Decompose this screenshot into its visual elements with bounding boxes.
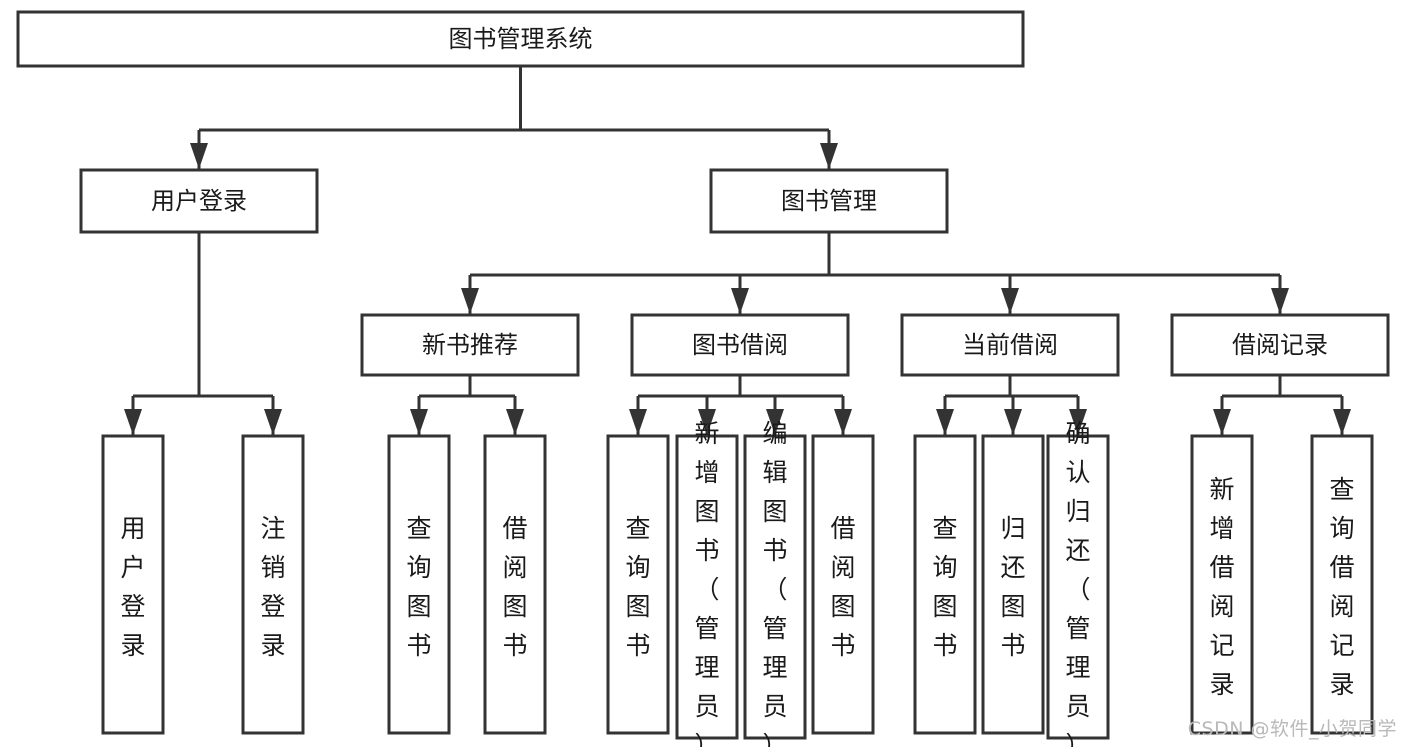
node-bookmgmt[interactable]: 图书管理 bbox=[709, 168, 949, 234]
node-box[interactable] bbox=[743, 434, 807, 740]
arrow-head-icon bbox=[461, 288, 479, 314]
node-leaf-cu-return[interactable]: 归还图书 bbox=[981, 434, 1045, 735]
arrow-head-icon bbox=[1001, 288, 1019, 314]
node-label: 编辑图书（管理员） bbox=[762, 419, 787, 747]
node-box[interactable] bbox=[675, 434, 739, 740]
arrow-head-icon bbox=[834, 409, 852, 435]
arrow-head-icon bbox=[506, 409, 524, 435]
node-leaf-bo-edit[interactable]: 编辑图书（管理员） bbox=[743, 419, 807, 747]
node-layer: 图书管理系统用户登录图书管理新书推荐图书借阅当前借阅借阅记录用户登录注销登录查询… bbox=[16, 10, 1390, 747]
node-box[interactable] bbox=[241, 434, 305, 735]
node-box[interactable] bbox=[913, 434, 977, 735]
node-leaf-re-add[interactable]: 新增借阅记录 bbox=[1190, 434, 1254, 735]
arrow-head-icon bbox=[1004, 409, 1022, 435]
arrow-head-icon bbox=[1069, 409, 1087, 435]
node-box[interactable] bbox=[1046, 434, 1110, 740]
node-current[interactable]: 当前借阅 bbox=[900, 313, 1120, 377]
arrow-head-icon bbox=[264, 409, 282, 435]
node-box[interactable] bbox=[360, 313, 580, 377]
node-label: 新书推荐 bbox=[422, 331, 518, 359]
arrow-head-icon bbox=[936, 409, 954, 435]
node-label: 图书管理 bbox=[781, 187, 877, 215]
node-leaf-cu-query[interactable]: 查询图书 bbox=[913, 434, 977, 735]
arrow-head-icon bbox=[698, 409, 716, 435]
node-leaf-nb-borrow[interactable]: 借阅图书 bbox=[483, 434, 547, 735]
arrow-head-icon bbox=[820, 143, 838, 169]
node-box[interactable] bbox=[1170, 313, 1390, 377]
node-label: 用户登录 bbox=[151, 187, 247, 215]
node-label: 借阅图书 bbox=[830, 514, 855, 660]
node-leaf-cu-confirm[interactable]: 确认归还（管理员） bbox=[1046, 419, 1110, 747]
node-box[interactable] bbox=[606, 434, 670, 735]
node-leaf-nb-query[interactable]: 查询图书 bbox=[387, 434, 451, 735]
node-box[interactable] bbox=[981, 434, 1045, 735]
arrow-head-icon bbox=[629, 409, 647, 435]
node-root[interactable]: 图书管理系统 bbox=[16, 10, 1025, 68]
node-label: 图书管理系统 bbox=[449, 25, 593, 53]
arrow-head-icon bbox=[731, 288, 749, 314]
node-records[interactable]: 借阅记录 bbox=[1170, 313, 1390, 377]
node-box[interactable] bbox=[1310, 434, 1374, 735]
node-label: 查询图书 bbox=[932, 514, 957, 660]
arrow-head-icon bbox=[1333, 409, 1351, 435]
node-box[interactable] bbox=[483, 434, 547, 735]
node-leaf-bo-add[interactable]: 新增图书（管理员） bbox=[675, 419, 739, 747]
node-login[interactable]: 用户登录 bbox=[79, 168, 319, 234]
node-label: 用户登录 bbox=[120, 514, 145, 660]
arrow-head-icon bbox=[124, 409, 142, 435]
node-label: 借阅图书 bbox=[502, 514, 527, 660]
node-label: 新增图书（管理员） bbox=[694, 419, 719, 747]
node-box[interactable] bbox=[101, 434, 165, 735]
node-box[interactable] bbox=[900, 313, 1120, 377]
node-label: 注销登录 bbox=[260, 514, 285, 660]
arrow-head-icon bbox=[190, 143, 208, 169]
arrow-head-icon bbox=[1271, 288, 1289, 314]
node-box[interactable] bbox=[387, 434, 451, 735]
node-box[interactable] bbox=[16, 10, 1025, 68]
node-label: 图书借阅 bbox=[692, 331, 788, 359]
arrow-head-icon bbox=[410, 409, 428, 435]
node-leaf-bo-query[interactable]: 查询图书 bbox=[606, 434, 670, 735]
node-newbook[interactable]: 新书推荐 bbox=[360, 313, 580, 377]
node-label: 归还图书 bbox=[1000, 514, 1025, 660]
node-leaf-user-login[interactable]: 用户登录 bbox=[101, 434, 165, 735]
node-box[interactable] bbox=[79, 168, 319, 234]
node-leaf-user-logout[interactable]: 注销登录 bbox=[241, 434, 305, 735]
node-box[interactable] bbox=[811, 434, 875, 735]
node-borrow[interactable]: 图书借阅 bbox=[630, 313, 850, 377]
node-label: 确认归还（管理员） bbox=[1065, 419, 1090, 747]
node-label: 新增借阅记录 bbox=[1209, 475, 1234, 699]
node-label: 查询借阅记录 bbox=[1329, 475, 1354, 699]
node-label: 借阅记录 bbox=[1232, 331, 1328, 359]
node-leaf-bo-lend[interactable]: 借阅图书 bbox=[811, 434, 875, 735]
node-label: 当前借阅 bbox=[962, 331, 1058, 359]
node-box[interactable] bbox=[1190, 434, 1254, 735]
arrow-head-icon bbox=[766, 409, 784, 435]
arrow-head-icon bbox=[1213, 409, 1231, 435]
node-label: 查询图书 bbox=[406, 514, 431, 660]
node-box[interactable] bbox=[630, 313, 850, 377]
node-label: 查询图书 bbox=[625, 514, 650, 660]
node-leaf-re-query[interactable]: 查询借阅记录 bbox=[1310, 434, 1374, 735]
node-box[interactable] bbox=[709, 168, 949, 234]
connector-layer bbox=[124, 66, 1351, 435]
